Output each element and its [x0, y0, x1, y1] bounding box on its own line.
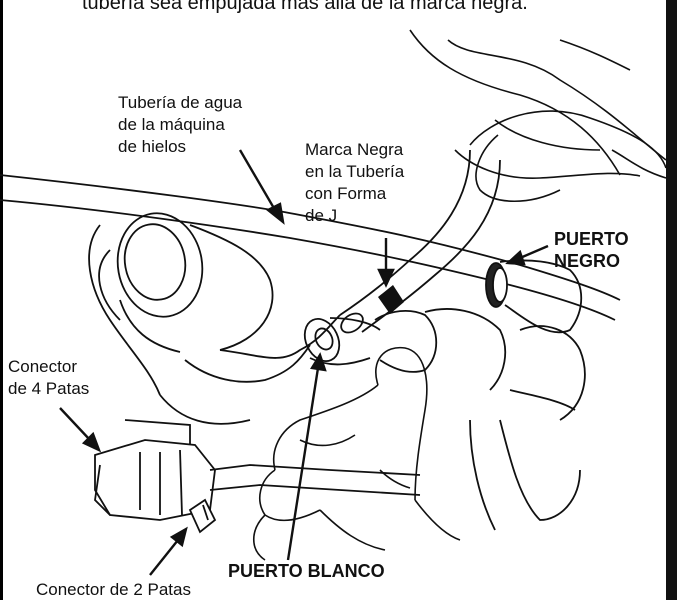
upper-hand-drawing	[409, 29, 667, 203]
right-border-bar	[666, 0, 677, 600]
ice-maker-water-line	[0, 174, 621, 321]
right-clip	[469, 325, 586, 531]
valve-body	[88, 212, 341, 425]
black-mark-label: Marca Negra en la Tubería con Forma de J	[305, 140, 405, 225]
instruction-caption: tubería sea empujada más allá de la marc…	[82, 0, 528, 14]
black-port	[485, 259, 583, 334]
two-pin-connector-label: Conector de 2 Patas	[36, 580, 191, 599]
black-port-label: PUERTO NEGRO	[554, 229, 629, 271]
water-line-label: Tubería de agua de la máquina de hielos	[118, 93, 243, 156]
leader-arrows	[59, 149, 549, 576]
four-pin-connector-label: Conector de 4 Patas	[8, 357, 90, 398]
white-port-label: PUERTO BLANCO	[228, 561, 385, 581]
black-mark-on-tube	[378, 285, 404, 314]
lower-hand-drawing	[252, 346, 461, 561]
white-port	[303, 308, 507, 391]
four-pin-connector	[94, 419, 421, 521]
two-pin-connector	[188, 498, 217, 534]
